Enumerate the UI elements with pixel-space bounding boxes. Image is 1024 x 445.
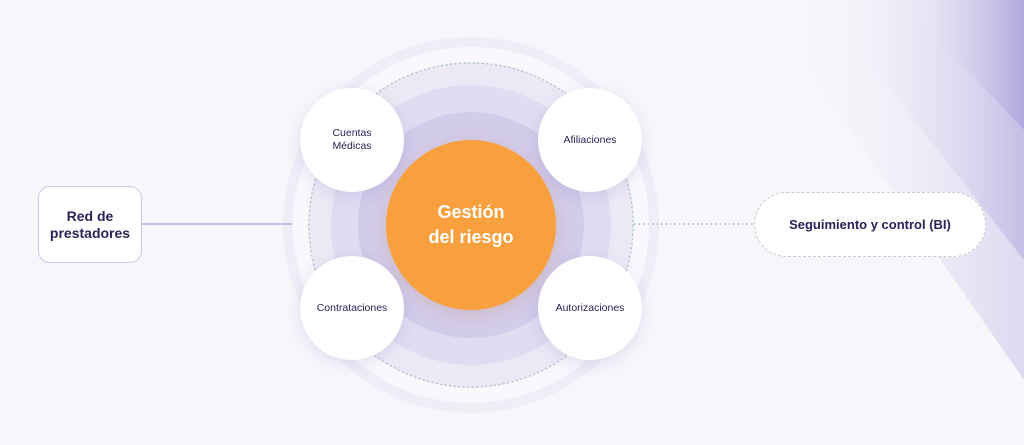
risk-management-hub: Gestión del riesgo <box>386 140 556 310</box>
authorizations-node: Autorizaciones <box>538 256 642 360</box>
corner-decoration <box>760 0 1024 380</box>
dotted-orbit <box>308 62 634 388</box>
contracting-node: Contrataciones <box>300 256 404 360</box>
provider-network-node: Red de prestadores <box>38 186 142 263</box>
bi-tracking-node: Seguimiento y control (BI) <box>754 192 986 257</box>
affiliations-node: Afiliaciones <box>538 88 642 192</box>
medical-accounts-node: Cuentas Médicas <box>300 88 404 192</box>
